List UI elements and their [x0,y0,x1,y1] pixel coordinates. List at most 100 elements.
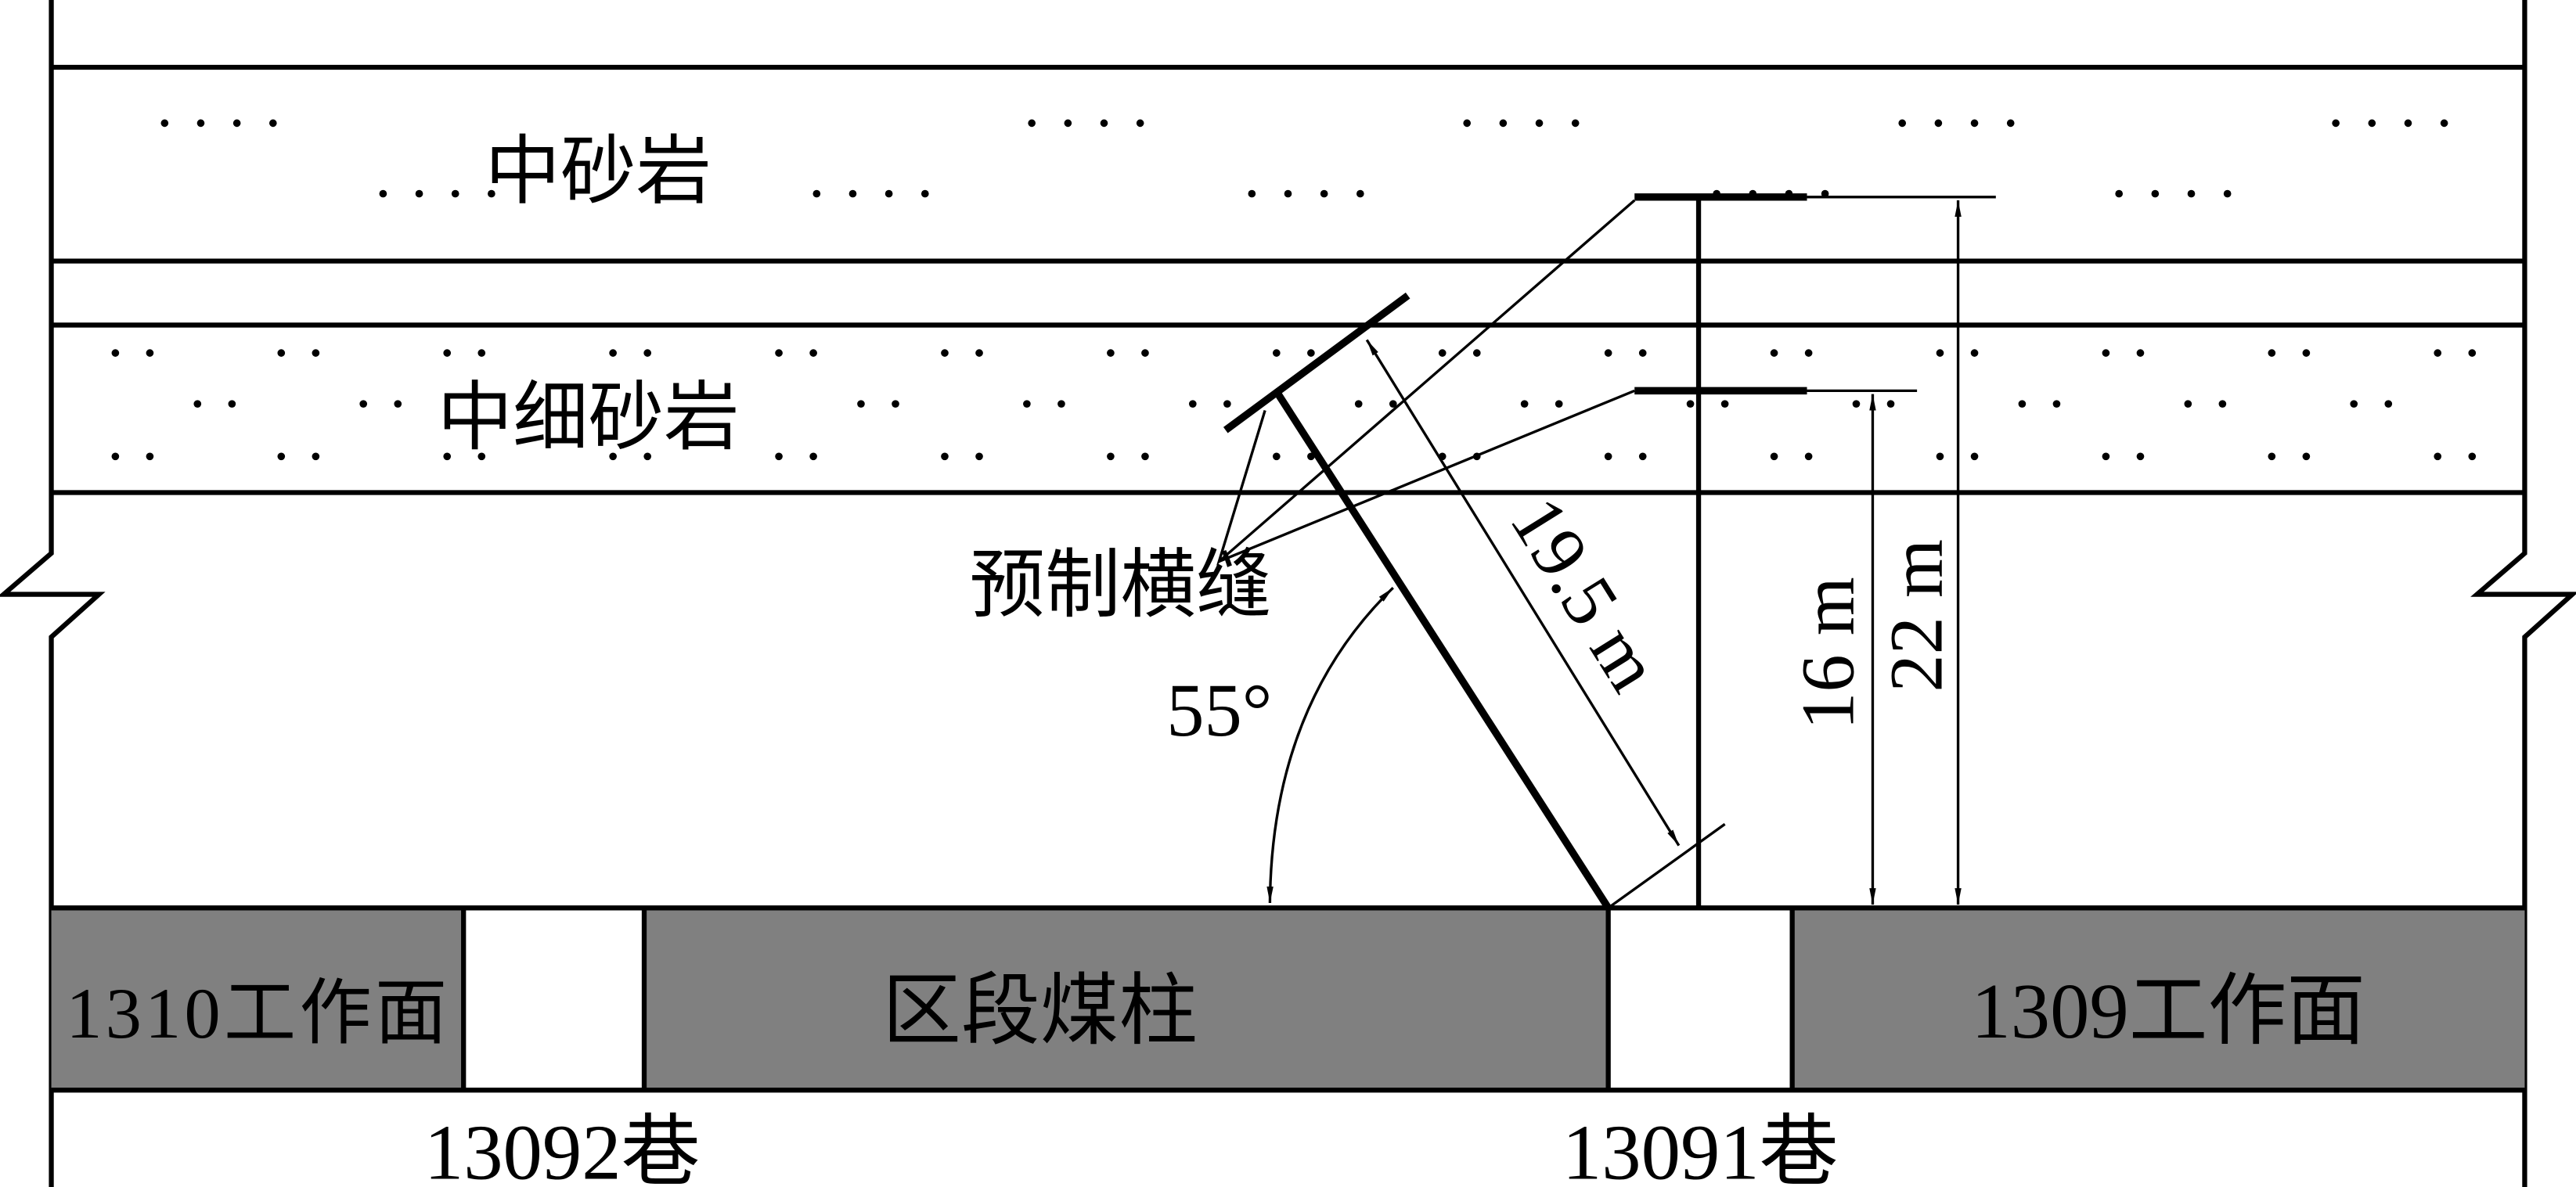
inclined-dim-extension [1607,822,1726,909]
sand-dot [443,349,452,357]
sand-dot [1272,349,1281,357]
sand-dot [643,349,652,357]
sand-dot [1821,189,1829,198]
right-break-line [2470,0,2576,1187]
sand-dot [146,452,154,461]
label-medium-sandstone: 中砂岩 [485,130,712,214]
sand-dot [1100,119,1108,128]
sand-dot [2218,400,2227,408]
sand-dot [1686,400,1695,408]
sand-dot [1320,189,1328,198]
sand-dot [1804,452,1813,461]
sand-dot [451,189,459,198]
sand-dot [809,452,817,461]
label-roadway-13092: 13092巷 [424,1109,700,1187]
sand-dot [1804,349,1813,357]
sand-dot [884,189,893,198]
sand-dot [477,349,486,357]
angle-arc [1266,586,1394,904]
precut-leader-lines [1216,199,1636,566]
sand-dot [1571,119,1580,128]
sand-dot [1141,452,1149,461]
sand-dot [941,349,949,357]
roadway-13091 [1608,908,1792,1091]
sand-dot [1438,349,1447,357]
sand-dot [2102,349,2110,357]
label-22m: 22 m [1875,539,1958,692]
sand-dot [1898,119,1907,128]
sand-dot [1555,400,1563,408]
sand-dot [2052,400,2061,408]
label-16m: 16 m [1785,577,1869,730]
sand-dot [394,400,402,408]
left-break-line [0,0,106,1187]
sand-dot [111,349,120,357]
sand-dot [1535,119,1544,128]
sand-dot [892,400,899,408]
sand-dot [443,452,452,461]
sand-dot [775,452,783,461]
sand-dot [1970,452,1979,461]
sand-dot [857,400,865,408]
sand-dot [1188,400,1197,408]
sand-dot [1223,400,1231,408]
sand-dot [1770,452,1778,461]
sand-dot [1107,452,1115,461]
label-1310-face: 1310工作面 [66,973,447,1053]
sand-dot [228,400,236,408]
sand-dot [146,349,154,357]
sand-dot [1272,452,1281,461]
sand-dot [1356,189,1364,198]
sand-dot [1028,119,1036,128]
label-roadway-13091: 13091巷 [1562,1109,1838,1187]
sand-dot [1934,119,1943,128]
sand-dot [2184,400,2192,408]
sand-dot [2302,452,2311,461]
sand-dot [1936,349,1944,357]
sand-dot [1970,349,1979,357]
sand-dot [2404,119,2412,128]
sand-dot [1638,452,1647,461]
sand-dot [775,349,783,357]
sand-dot [1064,119,1072,128]
sand-dot [2434,452,2442,461]
sand-dot [2018,400,2027,408]
coal-1310-face [51,908,464,1091]
sand-dot [196,119,205,128]
sand-dot [2268,452,2276,461]
sand-dot [1472,349,1481,357]
sand-dot [488,189,495,198]
sand-dot [1970,119,1979,128]
sand-dot [312,452,320,461]
sand-dot [1638,349,1647,357]
sand-dot [1141,349,1149,357]
label-medium-fine-sandstone: 中细砂岩 [438,376,740,460]
sand-dot [2006,119,2015,128]
sand-dot [277,452,286,461]
sand-dot [848,189,857,198]
sand-dot [609,349,617,357]
sand-dot [1023,400,1031,408]
inclined-dim-line [1365,339,1681,847]
sand-dot [2440,119,2448,128]
sand-dot [1770,349,1778,357]
sand-dot [2136,349,2145,357]
sand-dot [809,349,817,357]
sand-dot [1136,119,1144,128]
sand-dot [1307,349,1315,357]
sand-dot [941,452,949,461]
roadway-13092 [463,908,645,1091]
sand-dot [1057,400,1065,408]
sand-dot [2368,119,2376,128]
sand-dot [921,189,929,198]
sand-dot [1604,452,1612,461]
sand-dot [2268,349,2276,357]
sand-dot [2468,349,2477,357]
sand-dot [1499,119,1508,128]
sand-dot [609,452,617,461]
sand-dot [1886,400,1895,408]
sand-dot [312,349,320,357]
sand-dot [2223,189,2232,198]
sand-dot [2102,452,2110,461]
sand-dot [359,400,368,408]
